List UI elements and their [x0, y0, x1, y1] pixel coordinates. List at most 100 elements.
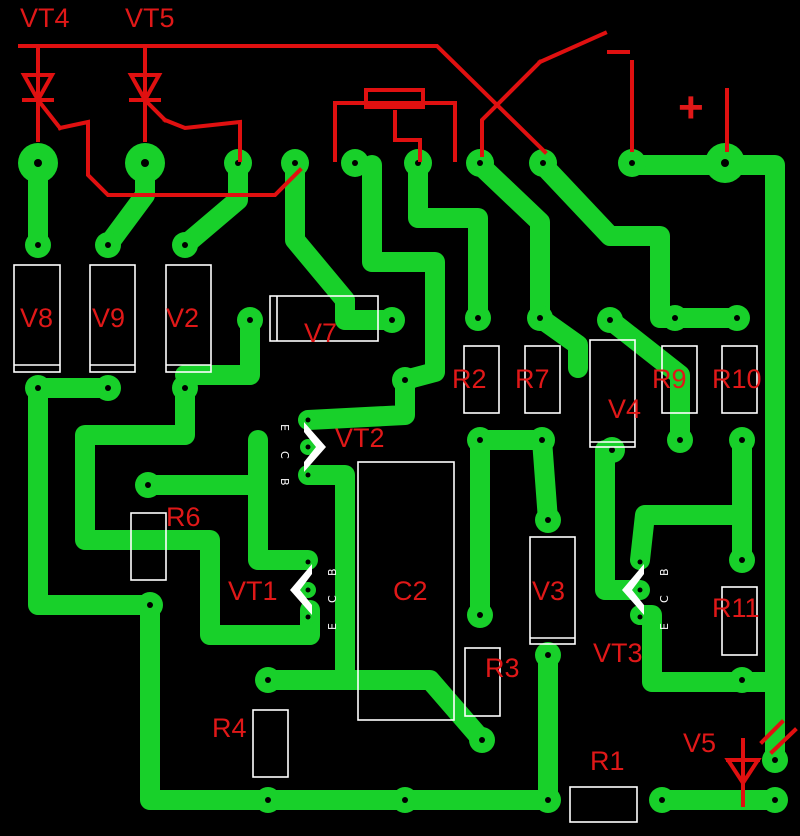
outline-r9	[661, 345, 698, 414]
pad-r11-top	[729, 547, 755, 573]
pad-vt3-e	[632, 609, 648, 625]
pad-r2-bottom	[467, 427, 493, 453]
trace-c2-bottom	[258, 670, 492, 750]
pad-r9-top	[662, 305, 688, 331]
pad-r10-top	[724, 305, 750, 331]
wire-vt4-gate	[57, 119, 303, 197]
pad-small-3	[341, 149, 369, 177]
pad-vt1-e	[300, 609, 316, 625]
outline-r3	[464, 647, 501, 717]
pad-small-5	[466, 149, 494, 177]
pad-r10-bottom	[729, 427, 755, 453]
pad-v2-bottom	[172, 375, 198, 401]
vt3-pin-c: C	[658, 595, 671, 603]
pad-small-6	[529, 149, 557, 177]
pads	[18, 143, 788, 813]
pad-large-3	[705, 143, 745, 183]
label-vt3: VT3	[593, 638, 643, 668]
wire-top-bus	[18, 44, 548, 155]
plus-sign: +	[678, 83, 704, 132]
vt2-pin-b: B	[278, 478, 291, 486]
outline-v3	[529, 536, 576, 645]
trace-v2-top	[175, 155, 248, 255]
trace-v7-to-vt2	[175, 310, 260, 385]
trace-vt2-e-to-c2	[298, 465, 355, 690]
pad-r3-bottom	[469, 727, 495, 753]
trace-r2-top	[408, 155, 488, 328]
pad-v4-bottom	[599, 437, 625, 463]
label-r6: R6	[166, 502, 201, 532]
pad-r7-bottom	[529, 427, 555, 453]
vt2-pin-c: C	[278, 451, 291, 459]
pad-r6-top	[135, 472, 161, 498]
pad-v3-bottom	[535, 642, 561, 668]
wire-pot-wiper-link	[393, 138, 422, 162]
label-r4: R4	[212, 713, 247, 743]
label-v2: V2	[166, 303, 199, 333]
label-vt1: VT1	[228, 576, 278, 606]
pad-vt2-e	[300, 412, 316, 428]
vt1-pin-c: C	[326, 595, 339, 603]
pad-vt2-c	[300, 439, 316, 455]
pad-vt2-b	[300, 467, 316, 483]
vt4-thyristor-symbol	[20, 68, 63, 142]
pad-v8-top	[25, 232, 51, 258]
potentiometer-body	[364, 88, 425, 109]
wire-cross	[480, 59, 543, 157]
pad-v5-top	[762, 747, 788, 773]
pad-r11-bottom	[729, 667, 755, 693]
pad-vt3-c	[632, 582, 648, 598]
outline-v4	[589, 339, 636, 448]
label-vt4: VT4	[20, 3, 70, 33]
copper-traces	[28, 155, 785, 810]
label-v5: V5	[683, 728, 716, 758]
pad-large-1	[18, 143, 58, 183]
outline-v7	[269, 295, 379, 342]
svg-text:+: +	[678, 83, 704, 132]
pad-v2-top	[172, 232, 198, 258]
vt3-body-symbol	[622, 564, 644, 615]
pad-v4-top	[597, 307, 623, 333]
trace-vt3-to-r11	[630, 430, 752, 570]
label-vt2: VT2	[335, 423, 385, 453]
outline-v8	[13, 264, 61, 373]
pad-vt2-junction	[392, 367, 418, 393]
wire-switch-arm	[537, 30, 608, 65]
pad-v5-bottom	[762, 787, 788, 813]
outline-r7	[524, 345, 561, 414]
outline-r11	[721, 586, 758, 656]
pad-r4-top	[255, 667, 281, 693]
label-v8: V8	[20, 303, 53, 333]
pad-c2-bottom	[392, 787, 418, 813]
label-r3: R3	[485, 653, 520, 683]
pad-large-2	[125, 143, 165, 183]
vt2-pin-e: E	[278, 424, 291, 431]
pad-r1-right	[649, 787, 675, 813]
pad-small-1	[224, 149, 252, 177]
trace-r10-top	[533, 155, 745, 328]
outline-r2	[463, 345, 500, 414]
label-r7: R7	[515, 364, 550, 394]
outline-v2	[165, 264, 212, 373]
label-r1: R1	[590, 746, 625, 776]
pad-vt1-c	[300, 582, 316, 598]
v5-led-symbol	[724, 719, 798, 807]
trace-v8-bottom	[28, 378, 558, 810]
outline-r10	[721, 345, 758, 414]
silkscreen	[13, 264, 758, 823]
label-r9: R9	[652, 364, 687, 394]
designators: VT4 VT5 V8 V9 V2 V7 R2 R7 R9 R10 V4 VT2 …	[20, 3, 762, 776]
vt5-thyristor-symbol	[127, 68, 168, 142]
vt3-pin-b: B	[658, 568, 671, 576]
vt1-pin-b: B	[326, 568, 339, 576]
label-v9: V9	[92, 303, 125, 333]
label-r2: R2	[452, 364, 487, 394]
label-r10: R10	[712, 364, 762, 394]
outline-r4	[252, 709, 289, 778]
label-v4: V4	[608, 394, 641, 424]
pad-vt3-b	[632, 554, 648, 570]
pad-v3-top	[535, 507, 561, 533]
pad-v7-left	[237, 307, 263, 333]
trace-v4-to-vt3	[600, 310, 690, 450]
